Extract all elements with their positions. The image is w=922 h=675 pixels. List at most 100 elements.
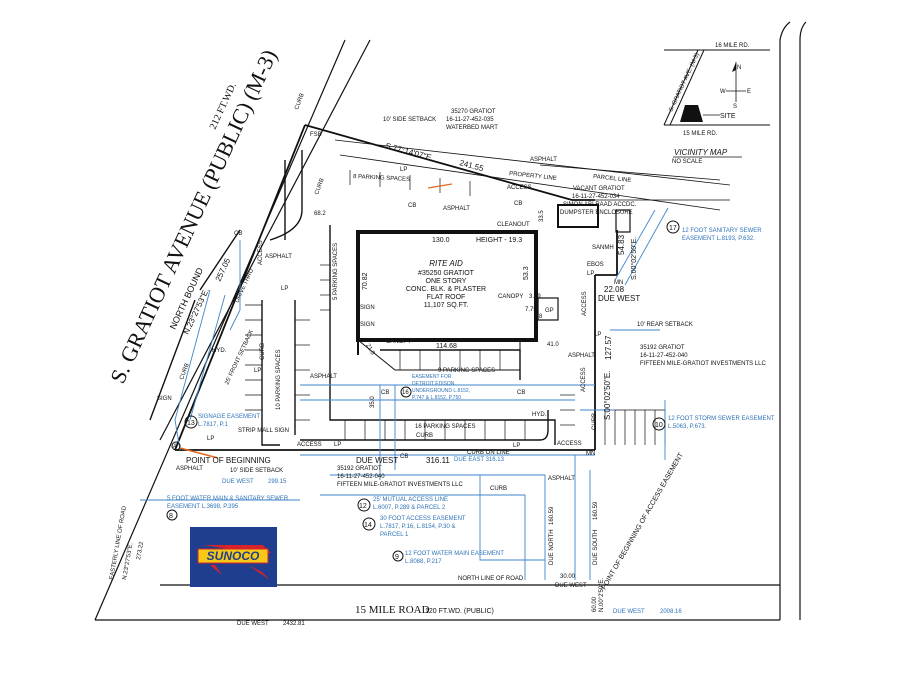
easement-14: 14 30 FOOT ACCESS EASEMENT L.7817, P.16,…	[362, 516, 466, 538]
svg-text:L.8088, P.217: L.8088, P.217	[405, 559, 442, 565]
south-due-west: DUE WEST	[356, 456, 398, 465]
svg-text:SIGN: SIGN	[157, 396, 172, 402]
svg-text:16-11-27-452-035: 16-11-27-452-035	[446, 117, 494, 123]
svg-text:ACCESS: ACCESS	[258, 240, 264, 265]
building-address: #35250 GRATIOT	[418, 270, 475, 277]
compass-s: S	[733, 104, 737, 110]
svg-text:CB: CB	[408, 203, 416, 209]
svg-text:L.6007, P.289 & PARCEL 2: L.6007, P.289 & PARCEL 2	[373, 505, 446, 511]
fifteen-mile-label: 15 MILE ROAD	[355, 604, 430, 616]
svg-text:LP: LP	[594, 332, 601, 338]
svg-text:3.89: 3.89	[529, 294, 541, 300]
parking-left: 10 PARKING SPACES	[276, 350, 282, 410]
west-small-bearing: N.23°27'53"E.	[122, 542, 134, 580]
parcel-vacant: VACANT GRATIOT 16-11-27-452-034 SIMON AB…	[563, 186, 637, 208]
svg-text:MN: MN	[586, 451, 595, 457]
svg-text:PROPERTY LINE: PROPERTY LINE	[509, 171, 557, 182]
compass-e: E	[747, 89, 751, 95]
svg-text:ACCESS: ACCESS	[297, 442, 322, 448]
canopy-post	[537, 297, 559, 321]
due-west-top-label: DUE WEST	[598, 294, 640, 303]
building-stories: ONE STORY	[426, 278, 467, 285]
svg-text:ASPHALT: ASPHALT	[530, 157, 557, 163]
svg-text:EBOS: EBOS	[587, 262, 604, 268]
parcel-east: 35192 GRATIOT 16-11-27-452-040 FIFTEEN M…	[640, 345, 766, 367]
easement-17: 17 12 FOOT SANITARY SEWER EASEMENT L.819…	[666, 220, 762, 242]
svg-text:CURB: CURB	[260, 343, 266, 360]
building-roof: FLAT ROOF	[427, 294, 466, 301]
svg-text:30 FOOT ACCESS EASEMENT: 30 FOOT ACCESS EASEMENT	[380, 516, 466, 522]
svg-text:SIGN: SIGN	[360, 305, 375, 311]
svg-text:MN: MN	[614, 280, 623, 286]
building-side-b: 53.3	[523, 266, 530, 280]
building-width: 130.0	[432, 237, 450, 244]
svg-text:FIFTEEN MILE-GRATIOT INVESTMEN: FIFTEEN MILE-GRATIOT INVESTMENTS LLC	[640, 361, 766, 367]
svg-text:CURB: CURB	[294, 93, 305, 111]
sunoco-logo-text: SUNOCO	[207, 549, 260, 563]
svg-text:LP: LP	[207, 436, 214, 442]
vicinity-16-mile: 16 MILE RD.	[715, 43, 750, 49]
svg-text:35192 GRATIOT: 35192 GRATIOT	[640, 345, 685, 351]
svg-text:CLEANOUT: CLEANOUT	[497, 222, 530, 228]
vicinity-gratiot: S. GRATIOT AVE. (M-3)	[668, 52, 700, 113]
svg-text:LP: LP	[400, 167, 407, 173]
bottom-bearing-dist: 60.00	[592, 596, 598, 612]
parcel-lines	[334, 139, 731, 211]
svg-text:STRIP MALL SIGN: STRIP MALL SIGN	[238, 428, 289, 434]
building-area: 11,107 SQ.FT.	[424, 302, 469, 309]
due-north-dist: 160.59	[549, 506, 555, 525]
svg-text:ACCESS: ACCESS	[557, 441, 582, 447]
svg-text:CB: CB	[381, 390, 389, 396]
dim-35: 35.0	[370, 396, 376, 408]
svg-text:ACCESS: ACCESS	[582, 291, 588, 316]
easement-lines	[140, 207, 669, 580]
south-due-east: DUE EAST 316.13	[454, 457, 505, 463]
sunoco-logo: SUNOCO	[190, 527, 277, 587]
parcel-south: 35192 GRATIOT 16-11-27-452-040 FIFTEEN M…	[337, 466, 463, 488]
bottom-bearing-label: N.00°2'50"E.	[599, 578, 605, 612]
building-label: RITE AID #35250 GRATIOT ONE STORY CONC. …	[406, 259, 486, 309]
svg-text:12 FOOT STORM SEWER EASEMENT: 12 FOOT STORM SEWER EASEMENT	[668, 416, 775, 422]
svg-text:FIFTEEN MILE-GRATIOT INVESTMEN: FIFTEEN MILE-GRATIOT INVESTMENTS LLC	[337, 482, 463, 488]
compass-n: N	[737, 65, 741, 71]
due-west-top-dist: 22.08	[604, 285, 625, 294]
svg-text:ASPHALT: ASPHALT	[176, 466, 203, 472]
svg-text:12 FOOT WATER MAIN EASEMENT: 12 FOOT WATER MAIN EASEMENT	[405, 551, 504, 557]
dim-68: 68.2	[314, 211, 326, 217]
building-side-a: 70.82	[362, 272, 369, 290]
svg-text:EASEMENT FOR: EASEMENT FOR	[412, 374, 452, 380]
svg-text:FSB: FSB	[310, 132, 322, 138]
svg-text:10: 10	[655, 422, 663, 429]
svg-text:CANOPY: CANOPY	[498, 294, 523, 300]
due-south-dist: 160.59	[593, 501, 599, 520]
parcel-north: 35270 GRATIOT 16-11-27-452-035 WATERBED …	[446, 109, 498, 131]
svg-text:9: 9	[395, 554, 399, 561]
easement-12: 12 25' MUTUAL ACCESS LINE L.6007, P.289 …	[357, 497, 448, 512]
svg-text:P.747 & L.8152, P.750: P.747 & L.8152, P.750	[412, 395, 461, 401]
svg-text:UNDERGROUND L.8152,: UNDERGROUND L.8152,	[412, 388, 470, 394]
road-due-west-label: DUE WEST	[555, 583, 587, 589]
parking-stalls	[245, 170, 575, 440]
svg-text:ASPHALT: ASPHALT	[568, 353, 595, 359]
svg-text:CURB: CURB	[490, 486, 507, 492]
west-distance-label: 257.05	[214, 256, 233, 282]
east-upper-bearing: S.00°02'50"E.	[630, 237, 638, 280]
due-south-label: DUE SOUTH	[593, 530, 599, 565]
parking-top: 8 PARKING SPACES	[353, 174, 410, 183]
vicinity-map: 16 MILE RD. 15 MILE RD. S. GRATIOT AVE. …	[663, 43, 770, 165]
svg-text:7.75: 7.75	[525, 307, 537, 313]
setback-rear: 10' REAR SETBACK	[637, 322, 693, 328]
svg-text:CANOPY: CANOPY	[386, 339, 411, 345]
vicinity-site: SITE	[720, 113, 736, 120]
svg-text:5 FOOT WATER MAIN & SANITARY S: 5 FOOT WATER MAIN & SANITARY SEWER	[167, 496, 289, 502]
svg-text:16-11-27-452-040: 16-11-27-452-040	[640, 353, 688, 359]
svg-text:CURB: CURB	[592, 413, 598, 430]
svg-text:GP: GP	[545, 308, 554, 314]
east-lower-bearing: S.00°02'50"E.	[603, 371, 612, 420]
svg-text:ACCESS: ACCESS	[507, 185, 532, 191]
svg-text:HYD.: HYD.	[212, 348, 227, 354]
parking-middle: 9 PARKING SPACES	[438, 368, 495, 374]
svg-text:VACANT GRATIOT: VACANT GRATIOT	[573, 186, 625, 192]
svg-text:EASEMENT L.8193, P.632.: EASEMENT L.8193, P.632.	[682, 236, 755, 242]
